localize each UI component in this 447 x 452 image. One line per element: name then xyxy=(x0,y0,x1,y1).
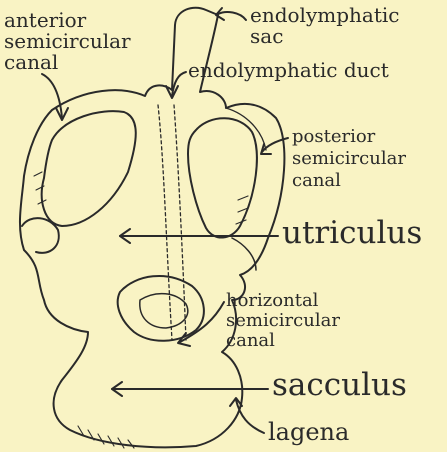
label-line: semicircular xyxy=(226,311,340,331)
label-utriculus: utriculus xyxy=(282,218,422,249)
label-sacculus: sacculus xyxy=(272,370,407,401)
posterior-canal-opening xyxy=(188,118,257,237)
label-line: sac xyxy=(250,26,399,47)
label-line: semicircular xyxy=(4,31,131,52)
posterior-ampulla xyxy=(232,238,256,270)
label-line: endolymphatic xyxy=(250,5,399,26)
label-line: canal xyxy=(4,52,131,73)
label-line: semicircular xyxy=(292,148,406,170)
label-line: horizontal xyxy=(226,291,340,311)
label-posterior-semicircular-canal: posterior semicircular canal xyxy=(292,126,406,192)
anterior-ampulla xyxy=(22,218,59,253)
horizontal-canal-inner xyxy=(140,294,188,328)
label-line: canal xyxy=(292,170,406,192)
label-endolymphatic-duct: endolymphatic duct xyxy=(188,60,389,80)
label-line: canal xyxy=(226,331,340,351)
posterior-canal-rim xyxy=(226,108,266,150)
label-anterior-semicircular-canal: anterior semicircular canal xyxy=(4,10,131,73)
label-line: anterior xyxy=(4,10,131,31)
endolymphatic-duct xyxy=(158,105,186,340)
label-horizontal-semicircular-canal: horizontal semicircular canal xyxy=(226,291,340,351)
label-endolymphatic-sac: endolymphatic sac xyxy=(250,5,399,47)
label-lagena: lagena xyxy=(268,420,349,444)
horizontal-canal-loop xyxy=(118,276,204,341)
label-line: posterior xyxy=(292,126,406,148)
anterior-canal-opening xyxy=(42,111,136,226)
